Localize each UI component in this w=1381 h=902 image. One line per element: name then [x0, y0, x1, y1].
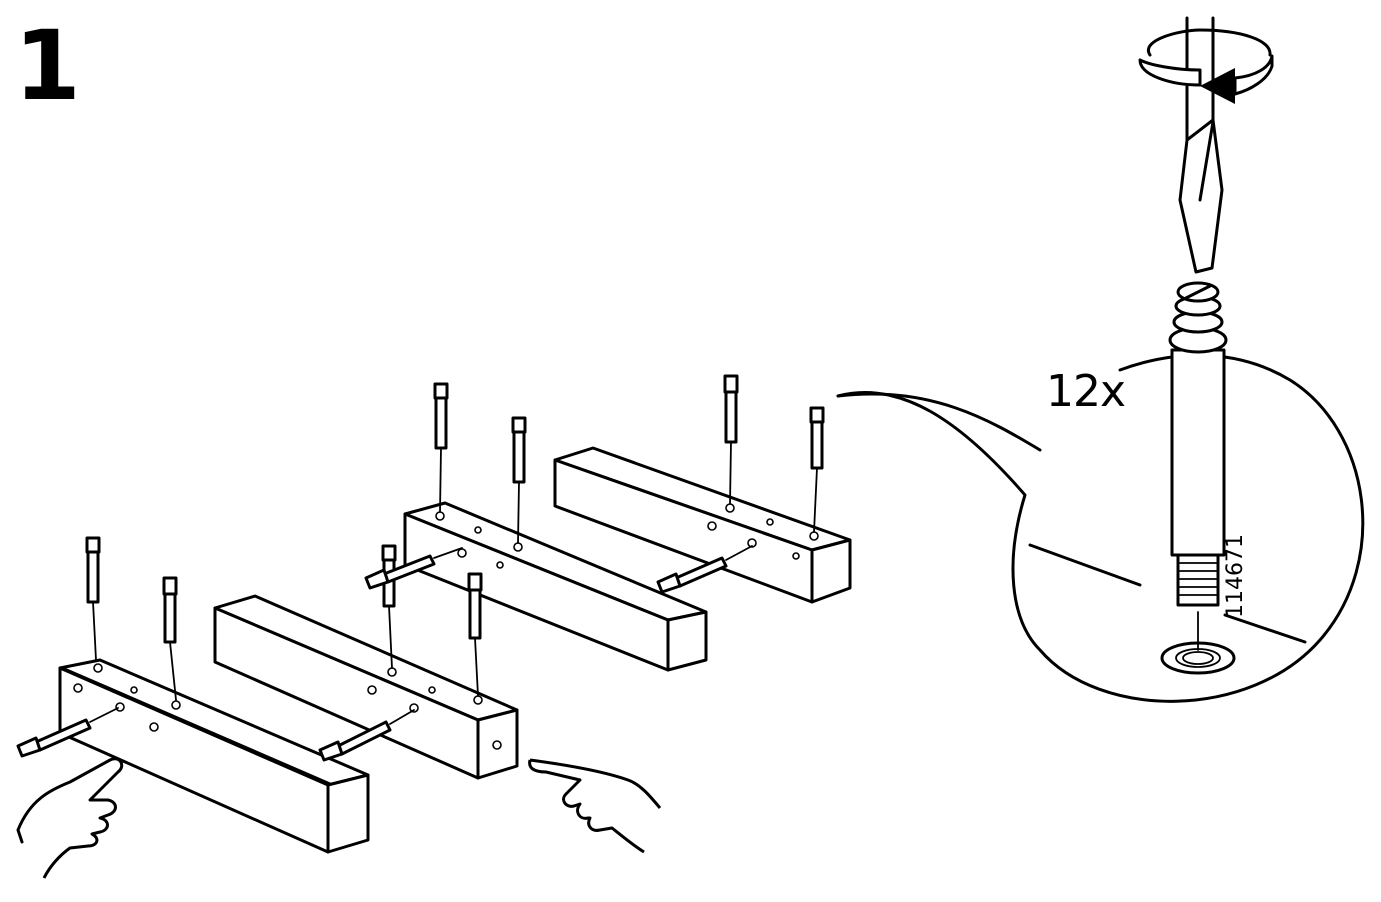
step-number: 1 — [14, 10, 81, 122]
rail-back-right — [553, 446, 852, 604]
dowel-screw-icon — [809, 406, 825, 533]
pointing-hand-icon — [16, 757, 124, 879]
dowel-vertical-group — [85, 374, 825, 701]
quantity-label: 12x — [1046, 366, 1126, 417]
dowel-screw-icon — [511, 416, 527, 544]
dowel-screw-icon — [1168, 281, 1228, 607]
part-number-label: 114671 — [1223, 534, 1248, 618]
rotate-arrow-icon — [1138, 28, 1274, 104]
dowel-screw-icon — [85, 536, 101, 661]
pointing-hand-icon — [528, 758, 662, 854]
rail-middle — [213, 594, 519, 780]
dowel-screw-icon — [318, 709, 415, 762]
dowel-screw-icon — [364, 547, 463, 590]
dowel-screw-icon — [433, 382, 449, 513]
dowel-screw-icon — [16, 707, 119, 758]
dowel-screw-icon — [162, 576, 178, 701]
dowel-screw-icon — [381, 544, 397, 669]
dowel-horizontal-group — [16, 545, 753, 762]
detail-callout — [836, 353, 1365, 703]
dowel-screw-icon — [467, 572, 483, 697]
dowel-screw-icon — [656, 545, 753, 594]
rail-back-left — [403, 501, 708, 672]
dowel-screw-icon — [723, 374, 739, 505]
rail-front-left — [58, 658, 370, 854]
screwdriver-icon — [1178, 16, 1224, 274]
